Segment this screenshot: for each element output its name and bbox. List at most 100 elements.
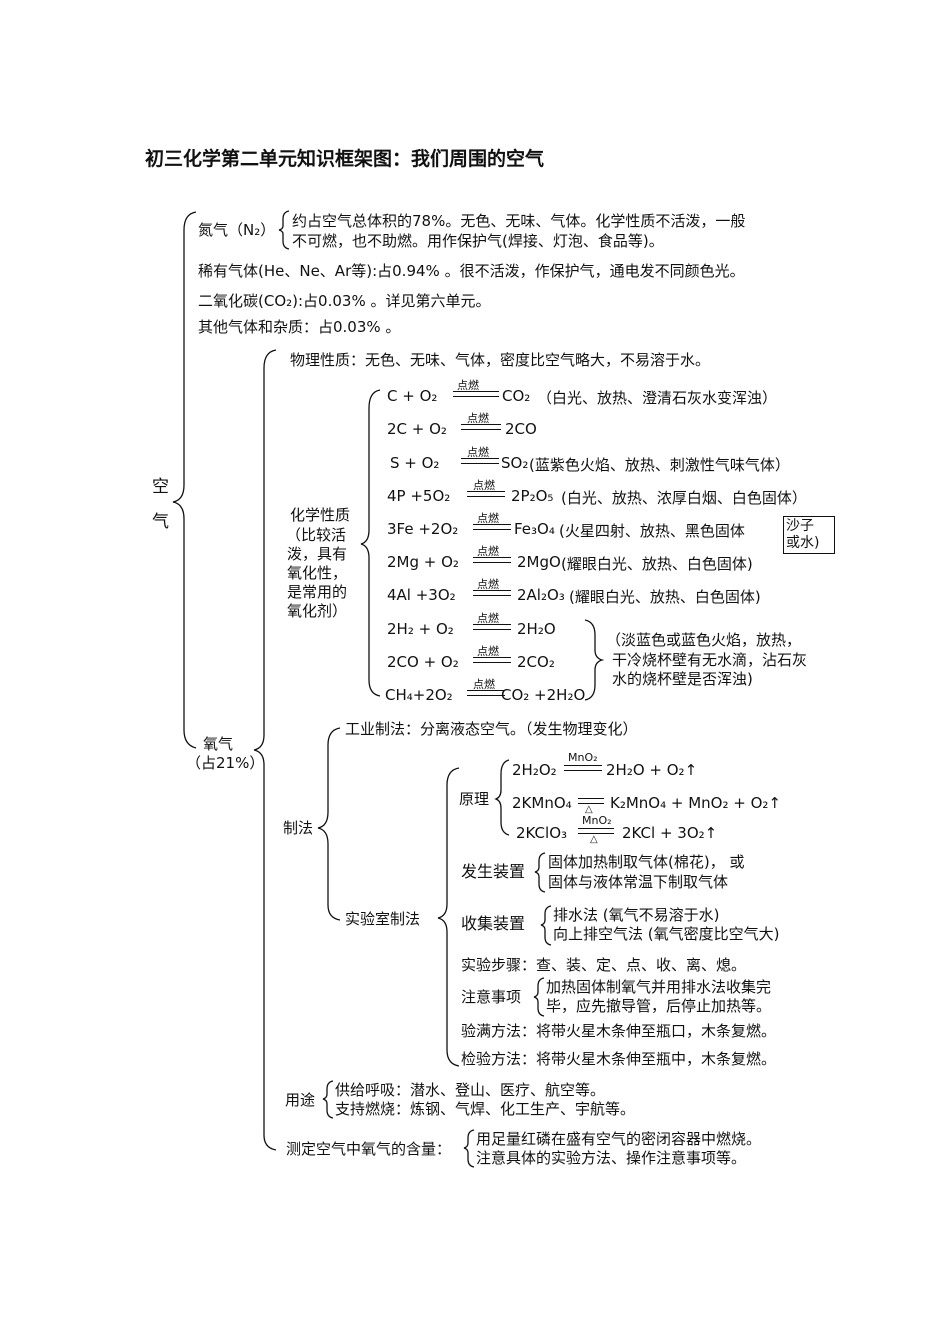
flame-note-2: 干冷烧杯壁有无水滴，沾石灰	[612, 651, 808, 669]
iron-note-line: 或水)	[786, 535, 820, 551]
collect-line-1: 排水法 (氧气不易溶于水)	[553, 906, 720, 924]
caution-line-1: 加热固体制氧气并用排水法收集完	[546, 978, 772, 996]
principle-equation: 2KMnO₄ △ K₂MnO₄ + MnO₂ + O₂↑	[512, 788, 812, 816]
reaction-row: C + O₂ 点燃 CO₂ （白光、放热、澄清石灰水变浑浊）	[387, 379, 847, 407]
reaction-arrow	[461, 424, 501, 430]
reaction-note: (耀眼白光、放热、白色固体)	[561, 555, 753, 573]
reaction-products: SO₂	[501, 454, 529, 472]
collect-line-2: 向上排空气法 (氧气密度比空气大)	[553, 925, 780, 943]
chemical-label-2: （比较活	[286, 526, 347, 544]
page-title: 初三化学第二单元知识框架图：我们周围的空气	[145, 148, 545, 170]
reaction-row: S + O₂ 点燃 SO₂ (蓝紫色火焰、放热、刺激性气味气体）	[387, 446, 847, 474]
reaction-arrow	[473, 557, 511, 563]
reaction-condition: 点燃	[477, 578, 499, 591]
reaction-reactants: 2CO + O₂	[387, 653, 459, 671]
principle-products: 2H₂O + O₂↑	[606, 761, 698, 779]
reaction-reactants: 4P +5O₂	[387, 487, 451, 505]
reaction-reactants: S + O₂	[390, 454, 440, 472]
identify-method: 检验方法：将带火星木条伸至瓶中，木条复燃。	[461, 1050, 777, 1068]
apparatus-label: 发生装置	[461, 862, 526, 881]
reaction-arrow	[473, 657, 511, 663]
caution-label: 注意事项	[461, 988, 522, 1006]
root-label-1: 空	[152, 477, 169, 497]
lab-method-label: 实验室制法	[345, 910, 421, 928]
oxygen-label: 氧气	[203, 735, 234, 753]
uses-line-2: 支持燃烧：炼钢、气焊、化工生产、宇航等。	[335, 1100, 636, 1118]
apparatus-line-1: 固体加热制取气体(棉花)， 或	[548, 853, 745, 871]
industrial-method: 工业制法：分离液态空气。（发生物理变化）	[345, 720, 638, 738]
reaction-arrow	[473, 524, 511, 530]
reaction-condition: 点燃	[467, 412, 489, 425]
reaction-row: 3Fe +2O₂ 点燃 Fe₃O₄ (火星四射、放热、黑色固体	[387, 512, 847, 540]
principle-label: 原理	[459, 790, 490, 808]
caution-line-2: 毕，应先撤导管，后停止加热等。	[546, 997, 772, 1015]
noble-gas-text: 稀有气体(He、Ne、Ar等):占0.94% 。很不活泼，作保护气，通电发不同颜…	[198, 262, 745, 280]
experiment-steps: 实验步骤：查、装、定、点、收、离、熄。	[461, 956, 747, 974]
reaction-products: 2CO₂	[517, 653, 555, 671]
reaction-condition: 点燃	[477, 612, 499, 625]
principle-equation: 2H₂O₂ MnO₂ 2H₂O + O₂↑	[512, 751, 812, 783]
preparation-label: 制法	[283, 819, 314, 837]
reaction-arrow	[467, 491, 505, 497]
measure-label: 测定空气中氧气的含量：	[286, 1140, 452, 1158]
chemical-label-5: 是常用的	[287, 583, 348, 601]
principle-catalyst: MnO₂	[582, 814, 612, 827]
principle-reactants: 2KMnO₄	[512, 794, 572, 812]
chemical-label-4: 氧化性，	[287, 564, 348, 582]
uses-line-1: 供给呼吸：潜水、登山、医疗、航空等。	[335, 1081, 606, 1099]
reaction-arrow	[473, 624, 511, 630]
principle-arrow	[578, 798, 604, 804]
physical-properties: 物理性质：无色、无味、气体，密度比空气略大，不易溶于水。	[290, 351, 711, 369]
reaction-products: 2Al₂O₃	[517, 586, 565, 604]
reaction-arrow	[467, 690, 505, 696]
reaction-products: 2P₂O₅	[511, 487, 554, 505]
reaction-arrow	[461, 458, 499, 464]
reaction-arrow	[453, 391, 499, 397]
reaction-products: Fe₃O₄	[514, 520, 555, 538]
reaction-condition: 点燃	[473, 678, 495, 691]
flame-note-3: 水的烧杯壁是否浑浊)	[612, 670, 753, 688]
iron-note-line: 沙子	[786, 518, 814, 534]
apparatus-line-2: 固体与液体常温下制取气体	[548, 873, 729, 891]
reaction-row: CH₄+2O₂ 点燃 CO₂ +2H₂O	[385, 678, 847, 706]
reaction-reactants: 2C + O₂	[387, 420, 447, 438]
chemical-label-3: 泼，具有	[287, 545, 348, 563]
measure-line-2: 注意具体的实验方法、操作注意事项等。	[476, 1149, 747, 1167]
principle-catalyst: MnO₂	[568, 751, 598, 764]
reaction-products: 2MgO	[517, 553, 561, 571]
reaction-row: 2Mg + O₂ 点燃 2MgO (耀眼白光、放热、白色固体)	[387, 545, 847, 573]
reaction-row: 2CO + O₂ 点燃 2CO₂	[387, 645, 847, 673]
reaction-reactants: 2Mg + O₂	[387, 553, 459, 571]
reaction-note: （白光、放热、澄清石灰水变浑浊）	[537, 389, 778, 407]
reaction-products: CO₂	[502, 387, 531, 405]
reaction-note: (白光、放热、浓厚白烟、白色固体）	[561, 489, 807, 507]
chemical-label-1: 化学性质	[290, 506, 351, 524]
reaction-row: 2C + O₂ 点燃 2CO	[387, 412, 847, 440]
collect-label: 收集装置	[461, 914, 526, 933]
reaction-condition: 点燃	[473, 479, 495, 492]
principle-arrow	[578, 828, 614, 834]
principle-reactants: 2H₂O₂	[512, 761, 557, 779]
reaction-arrow	[473, 590, 511, 596]
iron-note-box: 沙子 或水)	[783, 516, 835, 554]
nitrogen-label: 氮气（N₂）	[198, 221, 276, 239]
reaction-reactants: C + O₂	[387, 387, 438, 405]
flame-note-1: （淡蓝色或蓝色火焰，放热，	[606, 631, 802, 649]
other-gas-text: 其他气体和杂质：占0.03% 。	[198, 318, 401, 336]
oxygen-percent: （占21%）	[186, 754, 265, 772]
reaction-note: (火星四射、放热、黑色固体	[559, 522, 745, 540]
reaction-reactants: 2H₂ + O₂	[387, 620, 454, 638]
reaction-products: 2CO	[505, 420, 537, 438]
reaction-condition: 点燃	[457, 379, 479, 392]
principle-equation: 2KClO₃ MnO₂ △ 2KCl + 3O₂↑	[512, 814, 812, 846]
principle-products: K₂MnO₄ + MnO₂ + O₂↑	[610, 794, 781, 812]
uses-label: 用途	[285, 1091, 316, 1109]
full-test-method: 验满方法：将带火星木条伸至瓶口，木条复燃。	[461, 1022, 777, 1040]
reaction-condition: 点燃	[477, 545, 499, 558]
reaction-products: 2H₂O	[517, 620, 556, 638]
reaction-reactants: 3Fe +2O₂	[387, 520, 459, 538]
heat-symbol: △	[585, 804, 593, 815]
principle-products: 2KCl + 3O₂↑	[622, 824, 718, 842]
chemical-label-6: 氧化剂）	[287, 602, 348, 620]
